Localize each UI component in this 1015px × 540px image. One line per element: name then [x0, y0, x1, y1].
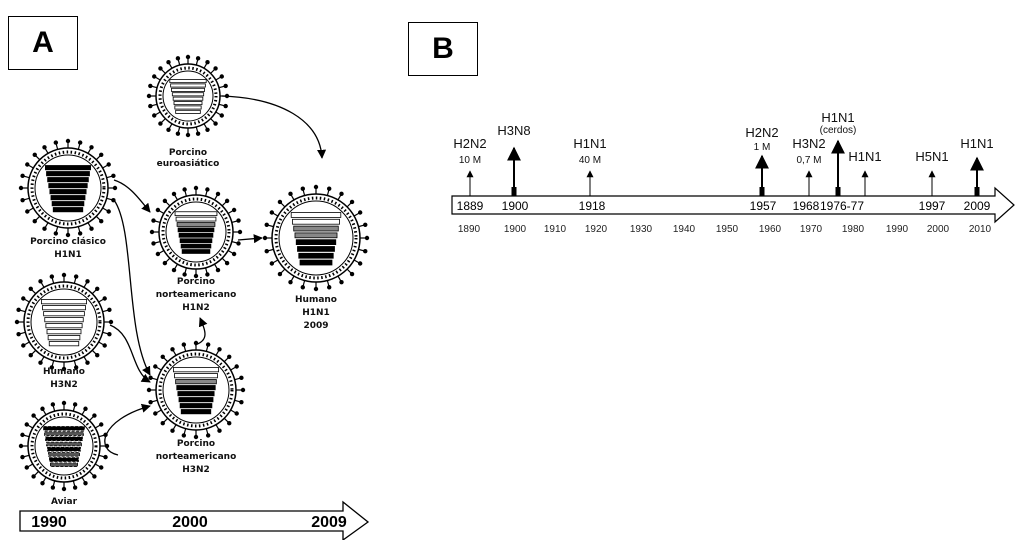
event-marker	[760, 187, 765, 196]
virus-clasico	[19, 139, 117, 237]
arrow-h1n2-to-humano	[238, 238, 262, 240]
virus-aviar	[19, 401, 109, 491]
event-year: 1997	[919, 199, 946, 213]
event-0: H2N2 10 M 1889	[453, 136, 486, 213]
label-h1n2-l3: H1N2	[182, 303, 210, 313]
arrow-clasico-to-h1n2	[114, 180, 150, 212]
timeline-a-year-1990: 1990	[31, 514, 67, 531]
event-3: H2N2 1 M 1957	[745, 125, 778, 213]
virus-particles	[15, 55, 369, 491]
axis-tick-1970: 1970	[800, 224, 823, 235]
virus-humano-h3n2	[15, 273, 113, 371]
label-clasico-l2: H1N1	[54, 250, 82, 260]
event-year: 2009	[964, 199, 991, 213]
event-marker	[836, 187, 841, 196]
event-marker	[975, 187, 980, 196]
event-note: 10 M	[459, 155, 481, 166]
event-6: H1N1	[848, 149, 881, 196]
event-marker	[512, 187, 517, 196]
event-note: 1 M	[754, 142, 771, 153]
event-1: H3N8 1900	[497, 123, 530, 213]
timeline-b-axis-ticks: 1890 1900 1910 1920 1930 1940 1950 1960 …	[458, 224, 992, 235]
label-aviar: Aviar	[51, 497, 78, 507]
axis-tick-1900: 1900	[504, 224, 527, 235]
axis-tick-1940: 1940	[673, 224, 696, 235]
label-humano2009-l1: Humano	[295, 295, 337, 305]
event-7: H5N1 1997	[915, 149, 948, 213]
label-h1n2-l1: Porcino	[177, 277, 215, 287]
label-humanoh3n2-l2: H3N2	[50, 380, 78, 390]
label-h1n2-l2: norteamericano	[156, 290, 237, 300]
label-humano2009-l3: 2009	[303, 321, 328, 331]
event-subtype: H1N1	[821, 110, 854, 125]
virus-norteamericano-h1n2	[150, 186, 242, 278]
event-subtype: H1N1	[848, 149, 881, 164]
axis-tick-1990: 1990	[886, 224, 909, 235]
event-subtype: H3N8	[497, 123, 530, 138]
axis-tick-1950: 1950	[716, 224, 739, 235]
event-8: H1N1 2009	[960, 136, 993, 213]
virus-norteamericano-h3n2	[147, 341, 245, 439]
event-subtype: H1N1	[960, 136, 993, 151]
axis-tick-1960: 1960	[759, 224, 782, 235]
axis-tick-1930: 1930	[630, 224, 653, 235]
event-year: 1976-77	[820, 199, 864, 213]
arrow-clasico-to-h3n2	[114, 200, 150, 375]
axis-tick-1980: 1980	[842, 224, 865, 235]
virus-euroasiatico	[147, 55, 229, 137]
label-h3n2-l3: H3N2	[182, 465, 210, 475]
label-humano2009-l2: H1N1	[302, 308, 330, 318]
virus-humano-2009	[263, 185, 369, 291]
label-h3n2-l1: Porcino	[177, 439, 215, 449]
axis-tick-1890: 1890	[458, 224, 481, 235]
label-h3n2-l2: norteamericano	[156, 452, 237, 462]
label-humanoh3n2-l1: Humano	[43, 367, 85, 377]
axis-tick-2000: 2000	[927, 224, 950, 235]
label-euroasiatico-l1: Porcino	[169, 148, 207, 158]
event-subtype: H3N2	[792, 136, 825, 151]
event-subtype: H2N2	[745, 125, 778, 140]
event-subtype: H2N2	[453, 136, 486, 151]
event-subtype: H5N1	[915, 149, 948, 164]
axis-tick-2010: 2010	[969, 224, 992, 235]
label-clasico-l1: Porcino clásico	[30, 237, 106, 247]
axis-tick-1910: 1910	[544, 224, 567, 235]
event-subtype: H1N1	[573, 136, 606, 151]
event-year: 1900	[502, 199, 529, 213]
timeline-a-year-2000: 2000	[172, 514, 208, 531]
arrow-euroasiatico-to-humano	[222, 96, 322, 158]
axis-tick-1920: 1920	[585, 224, 608, 235]
event-2: H1N1 40 M 1918	[573, 136, 606, 213]
event-note: 0,7 M	[796, 155, 821, 166]
timeline-a: 1990 2000 2009	[20, 502, 368, 540]
event-year: 1889	[457, 199, 484, 213]
event-note: 40 M	[579, 155, 601, 166]
timeline-a-year-2009: 2009	[311, 514, 347, 531]
arrow-humano-h3n2-to-h3n2	[110, 325, 150, 382]
event-year: 1918	[579, 199, 606, 213]
event-year: 1968	[793, 199, 820, 213]
label-euroasiatico-l2: euroasiático	[157, 159, 220, 169]
arrow-aviar-to-h3n2	[105, 406, 150, 455]
event-year: 1957	[750, 199, 777, 213]
event-note: (cerdos)	[820, 125, 857, 136]
